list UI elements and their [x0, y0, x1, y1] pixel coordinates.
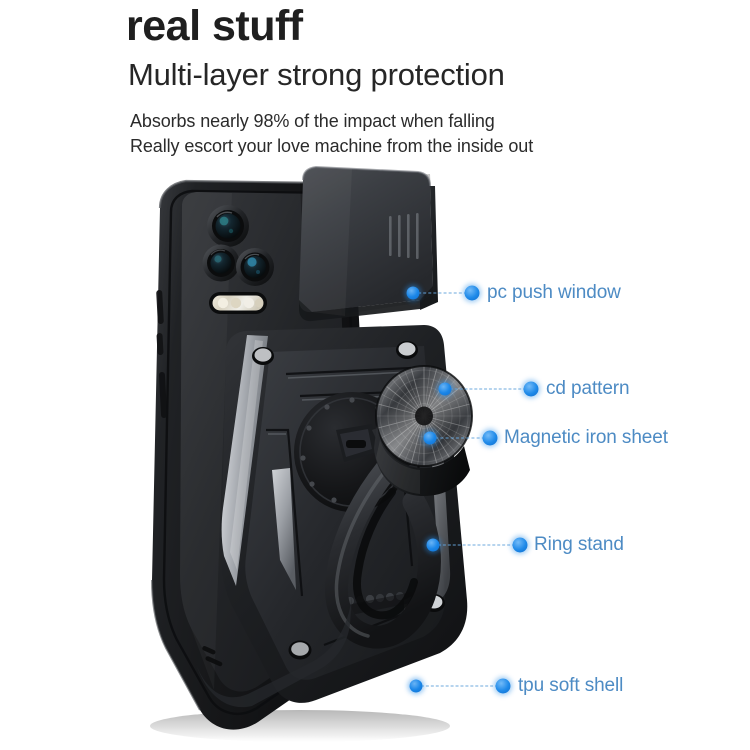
callout-label-magnetic-iron-sheet: Magnetic iron sheet: [504, 427, 668, 448]
callout-leader-line-cd-pattern: [445, 388, 531, 390]
camera-module: [202, 205, 274, 314]
camera-lens-secondary: [202, 244, 240, 282]
ring-stand[interactable]: [325, 362, 473, 649]
callout-source-dot-tpu-soft-shell: [409, 679, 423, 693]
page-subtitle: Multi-layer strong protection: [128, 57, 505, 92]
led-flash-strip: [209, 292, 267, 314]
callout-marker-dot-pc-push-window[interactable]: [464, 285, 480, 301]
ring-loop[interactable]: [325, 458, 441, 649]
callout-leader-line-pc-push-window: [413, 292, 472, 294]
page-title: real stuff: [126, 2, 303, 50]
slider-grip-lines: [389, 213, 419, 259]
slider-face[interactable]: [299, 167, 433, 313]
armor-rail-left: [221, 335, 268, 586]
callout-source-dot-magnetic-iron-sheet: [423, 431, 437, 445]
callout-label-tpu-soft-shell: tpu soft shell: [518, 675, 624, 696]
slider-edge: [420, 186, 438, 310]
ring-disc-edge: [374, 424, 470, 496]
callout-source-dot-ring-stand: [426, 538, 440, 552]
body-text-line-2: Really escort your love machine from the…: [130, 136, 534, 156]
camera-lens-tertiary: [236, 248, 274, 286]
callout-marker-dot-cd-pattern[interactable]: [523, 381, 539, 397]
armor-wedge-left: [272, 468, 296, 590]
body-text-line-1: Absorbs nearly 98% of the impact when fa…: [130, 111, 495, 131]
callout-marker-dot-ring-stand[interactable]: [512, 537, 528, 553]
camera-lens-primary: [207, 205, 249, 247]
callout-label-ring-stand: Ring stand: [534, 534, 624, 555]
pc-push-window[interactable]: [299, 165, 438, 322]
callout-source-dot-pc-push-window: [406, 286, 420, 300]
bottom-port-cutouts: [202, 646, 223, 667]
callout-label-cd-pattern: cd pattern: [546, 378, 630, 399]
callout-source-dot-cd-pattern: [438, 382, 452, 396]
callout-label-pc-push-window: pc push window: [487, 282, 621, 303]
tpu-bottom-lip: [196, 596, 352, 708]
side-buttons: [156, 290, 168, 418]
callout-leader-line-tpu-soft-shell: [416, 685, 503, 687]
callout-marker-dot-magnetic-iron-sheet[interactable]: [482, 430, 498, 446]
callout-marker-dot-tpu-soft-shell[interactable]: [495, 678, 511, 694]
callout-leader-line-magnetic-iron-sheet: [430, 437, 490, 439]
callout-leader-line-ring-stand: [433, 544, 520, 546]
